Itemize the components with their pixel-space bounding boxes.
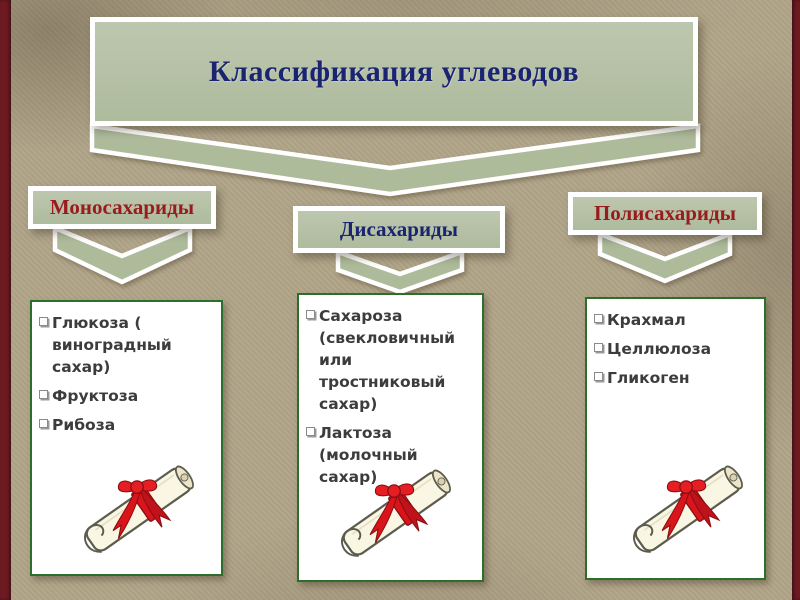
polysaccharides-list: Крахмал Целлюлоза Гликоген: [594, 309, 758, 389]
list-item: Гликоген: [594, 367, 758, 389]
scroll-diploma-icon: [331, 452, 466, 572]
list-item-text: Крахмал: [607, 311, 686, 329]
slide-title: Классификация углеводов: [208, 54, 580, 88]
di-down-arrow-icon: [335, 248, 465, 295]
list-item: Рибоза: [39, 414, 215, 436]
list-item-text: Гликоген: [607, 369, 690, 387]
list-item-text: Сахароза (свекловичный или тростниковый …: [319, 307, 456, 413]
category-label-monosaccharides: Моносахариды: [28, 186, 216, 229]
mono-down-arrow-icon: [52, 224, 193, 285]
checkbox-bullet-icon: [594, 343, 603, 352]
right-border-stripe: [792, 0, 800, 600]
scroll-diploma-icon: [74, 448, 209, 568]
left-border-stripe: [0, 0, 11, 600]
category-text: Полисахариды: [593, 201, 737, 225]
panel-disaccharides: Сахароза (свекловичный или тростниковый …: [297, 293, 484, 582]
list-item: Лактоза (молочный сахар): [306, 422, 476, 488]
checkbox-bullet-icon: [39, 390, 48, 399]
checkbox-bullet-icon: [306, 310, 315, 319]
list-item: Крахмал: [594, 309, 758, 331]
list-item-text: Глюкоза ( виноградный сахар): [52, 314, 172, 376]
poly-down-arrow-icon: [597, 230, 733, 284]
checkbox-bullet-icon: [306, 427, 315, 436]
list-item: Сахароза (свекловичный или тростниковый …: [306, 305, 476, 415]
scroll-diploma-icon: [623, 448, 758, 568]
main-down-arrow-icon: [89, 123, 701, 197]
list-item-text: Фруктоза: [52, 387, 139, 405]
checkbox-bullet-icon: [39, 419, 48, 428]
panel-monosaccharides: Глюкоза ( виноградный сахар) Фруктоза Ри…: [30, 300, 223, 576]
list-item-text: Целлюлоза: [607, 340, 712, 358]
checkbox-bullet-icon: [39, 317, 48, 326]
list-item: Глюкоза ( виноградный сахар): [39, 312, 215, 378]
category-text: Моносахариды: [49, 195, 195, 219]
category-text: Дисахариды: [339, 217, 459, 241]
category-label-disaccharides: Дисахариды: [293, 206, 505, 253]
monosaccharides-list: Глюкоза ( виноградный сахар) Фруктоза Ри…: [39, 312, 215, 436]
category-label-polysaccharides: Полисахариды: [568, 192, 762, 235]
disaccharides-list: Сахароза (свекловичный или тростниковый …: [306, 305, 476, 488]
title-box: Классификация углеводов: [90, 17, 698, 126]
checkbox-bullet-icon: [594, 372, 603, 381]
checkbox-bullet-icon: [594, 314, 603, 323]
list-item-text: Лактоза (молочный сахар): [319, 424, 418, 486]
list-item: Целлюлоза: [594, 338, 758, 360]
list-item: Фруктоза: [39, 385, 215, 407]
list-item-text: Рибоза: [52, 416, 116, 434]
panel-polysaccharides: Крахмал Целлюлоза Гликоген: [585, 297, 766, 580]
